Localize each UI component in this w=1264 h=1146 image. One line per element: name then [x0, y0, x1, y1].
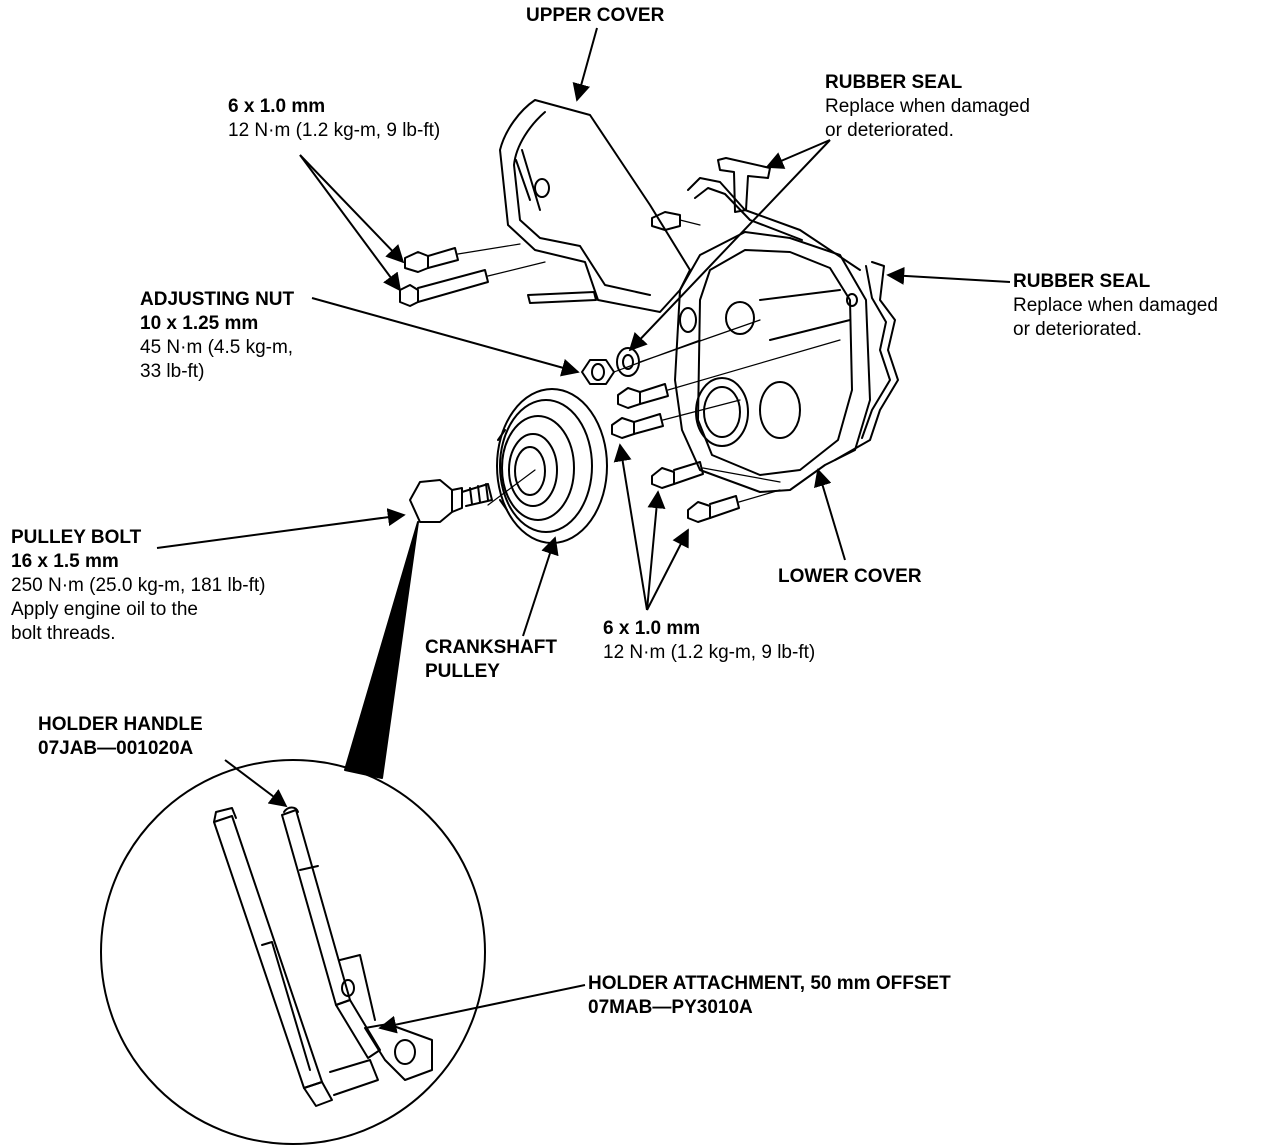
leader-pulley-bolt — [156, 508, 406, 549]
holder-handle-title: HOLDER HANDLE — [38, 714, 203, 735]
rubber-seal-right-part — [834, 261, 899, 461]
label-holder-handle: HOLDER HANDLE 07JAB—001020A — [38, 713, 203, 761]
holder-attachment-title: HOLDER ATTACHMENT, 50 mm OFFSET — [588, 973, 951, 994]
leader-lines — [156, 27, 1011, 1034]
leader-upper-cover — [572, 27, 598, 102]
leader-lower-bolt-c — [646, 528, 689, 611]
adjusting-nut-title: ADJUSTING NUT — [140, 289, 295, 310]
lower-cover-title: LOWER COVER — [778, 566, 922, 587]
holder-handle-part-number: 07JAB—001020A — [38, 738, 194, 759]
inset-callout-wedge — [344, 521, 419, 779]
holder-attachment-part-number: 07MAB—PY3010A — [588, 997, 753, 1018]
leader-lower-cover — [814, 468, 846, 561]
crankshaft-pulley-line-1: CRANKSHAFT — [425, 637, 557, 658]
leader-lower-bolt-a — [613, 443, 648, 611]
lower-bolts-size: 6 x 1.0 mm — [603, 618, 701, 639]
label-crankshaft-pulley: CRANKSHAFT PULLEY — [425, 636, 557, 684]
adjusting-nut-torque-2: 33 lb-ft) — [140, 361, 205, 382]
leader-rubber-seal-right — [886, 266, 1011, 285]
holder-handle-tool — [281, 806, 381, 1059]
pulley-bolt-note-2: bolt threads. — [11, 623, 116, 644]
lower-cover-bolts — [611, 383, 740, 523]
adjusting-nut-torque-1: 45 N·m (4.5 kg-m, — [140, 337, 294, 358]
pulley-bolt-part — [409, 479, 493, 523]
crankshaft-pulley-part — [496, 388, 608, 544]
leader-lower-bolt-b — [646, 490, 666, 611]
rubber-seal-right-title: RUBBER SEAL — [1013, 271, 1151, 292]
rubber-seal-right-note-1: Replace when damaged — [1013, 295, 1218, 316]
lower-cover — [674, 231, 871, 493]
rubber-seal-top-note-1: Replace when damaged — [825, 96, 1030, 117]
leader-crankshaft-pulley — [522, 536, 559, 637]
leader-upper-bolt-a — [299, 154, 405, 264]
rubber-seal-right-note-2: or deteriorated. — [1013, 319, 1142, 340]
leader-upper-bolt-b — [299, 154, 402, 292]
label-upper-bolts: 6 x 1.0 mm 12 N·m (1.2 kg-m, 9 lb-ft) — [228, 95, 440, 143]
inset-circle — [100, 759, 486, 1145]
label-lower-cover: LOWER COVER — [778, 565, 922, 589]
crankshaft-pulley-line-2: PULLEY — [425, 661, 500, 682]
leader-rubber-seal-top-a — [765, 139, 831, 169]
upper-bolts-size: 6 x 1.0 mm — [228, 96, 326, 117]
rubber-seal-top-title: RUBBER SEAL — [825, 72, 963, 93]
alignment-lines — [457, 219, 841, 506]
rubber-seal-top-part — [687, 157, 861, 271]
upper-cover-bolts — [399, 211, 681, 307]
crankshaft-seal-part — [695, 377, 749, 447]
pulley-bolt-size: 16 x 1.5 mm — [11, 551, 119, 572]
adjusting-nut-size: 10 x 1.25 mm — [140, 313, 259, 334]
label-rubber-seal-right: RUBBER SEAL Replace when damaged or dete… — [1013, 270, 1218, 342]
leader-rubber-seal-top-b — [628, 139, 831, 352]
label-holder-attachment: HOLDER ATTACHMENT, 50 mm OFFSET 07MAB—PY… — [588, 972, 951, 1020]
label-lower-bolts: 6 x 1.0 mm 12 N·m (1.2 kg-m, 9 lb-ft) — [603, 617, 815, 665]
upper-cover — [499, 99, 691, 313]
holder-attachment-tool — [213, 807, 433, 1107]
label-adjusting-nut: ADJUSTING NUT 10 x 1.25 mm 45 N·m (4.5 k… — [140, 288, 294, 384]
leader-holder-attachment — [378, 984, 586, 1034]
pulley-bolt-note-1: Apply engine oil to the — [11, 599, 198, 620]
rubber-seal-top-note-2: or deteriorated. — [825, 120, 954, 141]
upper-bolts-torque: 12 N·m (1.2 kg-m, 9 lb-ft) — [228, 120, 441, 141]
label-rubber-seal-top: RUBBER SEAL Replace when damaged or dete… — [825, 71, 1030, 143]
lower-bolts-torque: 12 N·m (1.2 kg-m, 9 lb-ft) — [603, 642, 816, 663]
leader-holder-handle — [224, 759, 288, 808]
label-upper-cover: UPPER COVER — [526, 4, 664, 28]
upper-cover-title: UPPER COVER — [526, 5, 665, 26]
leader-adjusting-nut — [311, 297, 580, 377]
label-pulley-bolt: PULLEY BOLT 16 x 1.5 mm 250 N·m (25.0 kg… — [11, 526, 265, 646]
pulley-bolt-title: PULLEY BOLT — [11, 527, 142, 548]
pulley-bolt-torque: 250 N·m (25.0 kg-m, 181 lb-ft) — [11, 575, 266, 596]
